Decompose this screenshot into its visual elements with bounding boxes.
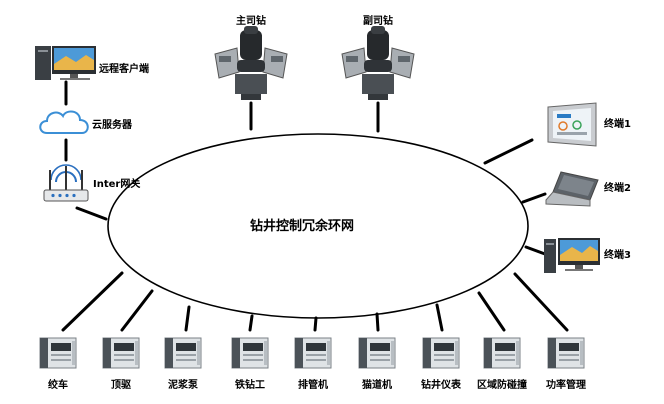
plc-module: 区域防碰撞 xyxy=(477,337,527,391)
driller-chair-1: 主司钻 xyxy=(214,14,288,100)
plc-label: 猫道机 xyxy=(362,378,392,391)
terminal-3: 终端3 xyxy=(544,238,631,273)
driller-chair-label: 主司钻 xyxy=(236,14,266,27)
cloud-server-label: 云服务器 xyxy=(92,118,133,131)
plc-module: 功率管理 xyxy=(546,337,586,391)
plc-label: 泥浆泵 xyxy=(168,378,199,391)
internet-gateway-label: Inter网关 xyxy=(93,177,140,190)
cloud-server: 云服务器 xyxy=(39,110,133,134)
terminal-2: 终端2 xyxy=(545,171,631,207)
touch-panel-icon xyxy=(547,102,597,147)
plc-controller-icon xyxy=(102,337,140,369)
remote-client: 远程客户端 xyxy=(35,46,149,80)
plc-module: 排管机 xyxy=(294,337,332,391)
cloud-icon xyxy=(39,110,89,134)
operator-chair-icon xyxy=(214,26,288,100)
plc-controller-icon xyxy=(422,337,460,369)
plc-label: 排管机 xyxy=(298,378,328,391)
plc-module: 顶驱 xyxy=(102,337,140,391)
plc-label: 钻井仪表 xyxy=(421,378,462,391)
plc-label: 绞车 xyxy=(48,378,68,391)
operator-chair-icon xyxy=(341,26,415,100)
terminal-1: 终端1 xyxy=(547,102,631,147)
redundant-ring xyxy=(107,133,529,319)
plc-module: 泥浆泵 xyxy=(164,337,202,391)
wifi-router-icon xyxy=(43,164,89,202)
plc-controller-icon xyxy=(164,337,202,369)
plc-controller-icon xyxy=(547,337,585,369)
terminal-2-label: 终端2 xyxy=(604,181,631,194)
plc-controller-icon xyxy=(483,337,521,369)
desktop-computer-icon xyxy=(544,238,600,273)
plc-controller-icon xyxy=(231,337,269,369)
plc-controller-icon xyxy=(39,337,77,369)
plc-module: 猫道机 xyxy=(358,337,396,391)
driller-chair-2: 副司钻 xyxy=(341,14,415,100)
plc-controller-icon xyxy=(294,337,332,369)
plc-label: 顶驱 xyxy=(111,379,131,391)
plc-label: 铁钻工 xyxy=(235,378,265,391)
plc-module: 钻井仪表 xyxy=(421,337,462,391)
laptop-icon xyxy=(545,171,599,207)
plc-label: 功率管理 xyxy=(546,378,586,391)
ring-label: 钻井控制冗余环网 xyxy=(250,218,354,234)
plc-module: 绞车 xyxy=(39,337,77,391)
terminal-1-label: 终端1 xyxy=(604,117,631,130)
remote-client-label: 远程客户端 xyxy=(99,62,149,75)
desktop-computer-icon xyxy=(35,46,96,80)
internet-gateway: Inter网关 xyxy=(43,164,140,202)
plc-module: 铁钻工 xyxy=(231,337,269,391)
plc-label: 区域防碰撞 xyxy=(477,378,527,391)
driller-chair-label: 副司钻 xyxy=(363,14,393,27)
links xyxy=(61,80,569,332)
plc-controller-icon xyxy=(358,337,396,369)
terminal-3-label: 终端3 xyxy=(604,248,631,261)
